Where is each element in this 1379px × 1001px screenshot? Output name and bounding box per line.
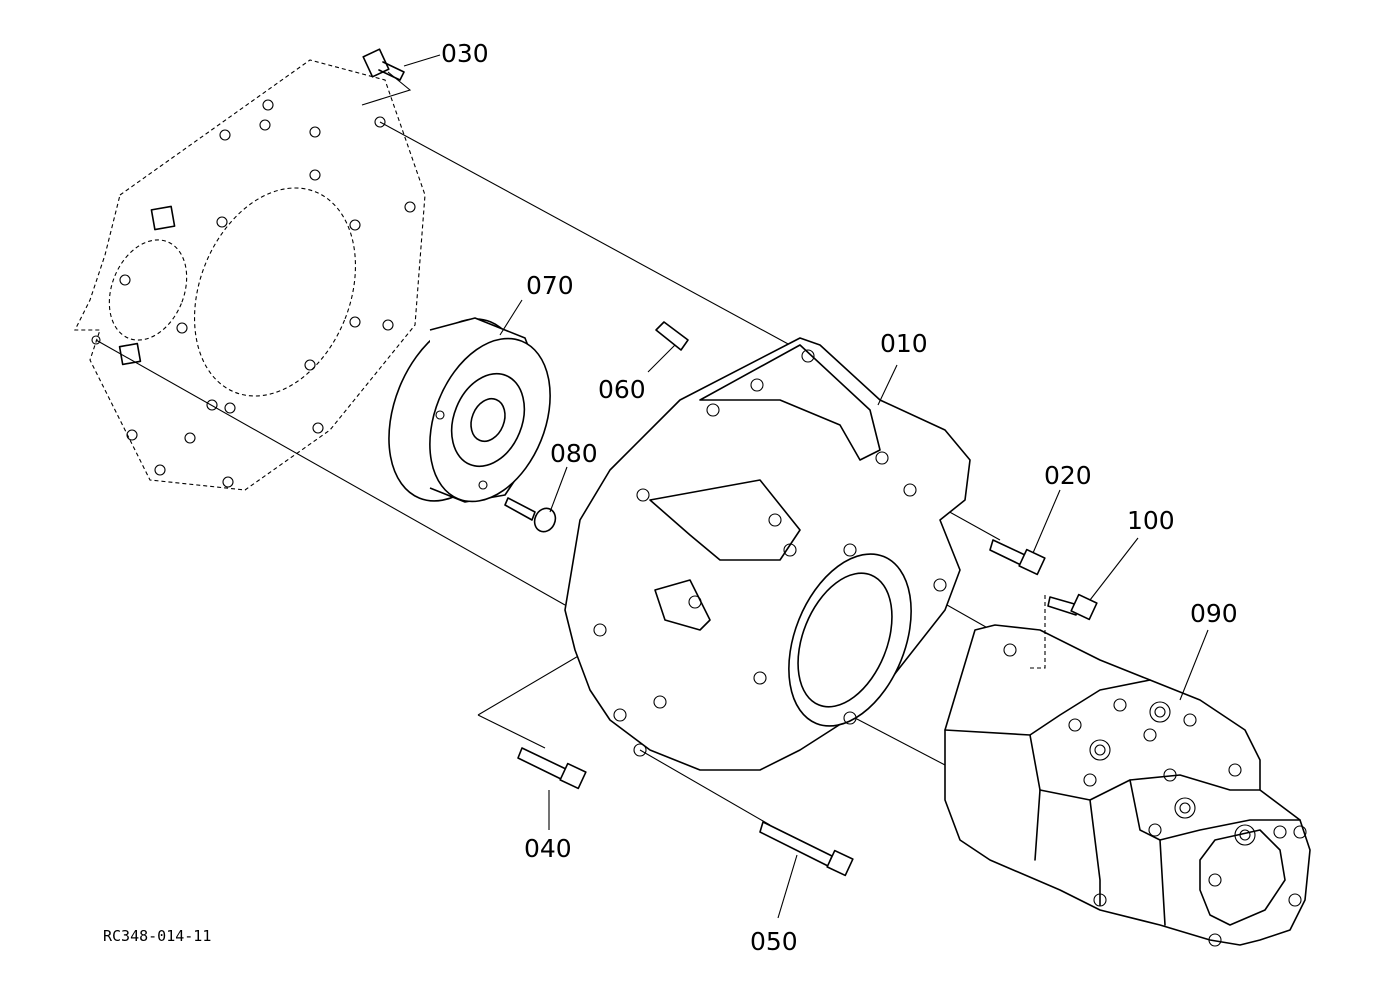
callout-030: 030 [441, 39, 489, 68]
callout-090: 090 [1190, 599, 1238, 628]
bolt-100 [1047, 593, 1098, 621]
callout-020: 020 [1044, 461, 1092, 490]
callout-100: 100 [1127, 506, 1175, 535]
coupling-disc [388, 317, 551, 503]
callout-070: 070 [526, 271, 574, 300]
bolt-040 [517, 747, 587, 790]
bolt-050 [759, 821, 854, 877]
drawing-number: RC348-014-11 [103, 927, 211, 945]
bell-housing [564, 337, 971, 771]
bolt-030 [362, 48, 405, 81]
bolt-080 [504, 497, 557, 533]
hydraulic-pump [944, 595, 1311, 947]
callout-050: 050 [750, 927, 798, 956]
callout-080: 080 [550, 439, 598, 468]
leader-lines [403, 54, 1209, 919]
pin-060 [655, 321, 689, 351]
callout-060: 060 [598, 375, 646, 404]
bolt-020 [989, 539, 1046, 576]
callout-010: 010 [880, 329, 928, 358]
housing-plate [74, 59, 426, 491]
callout-040: 040 [524, 834, 572, 863]
